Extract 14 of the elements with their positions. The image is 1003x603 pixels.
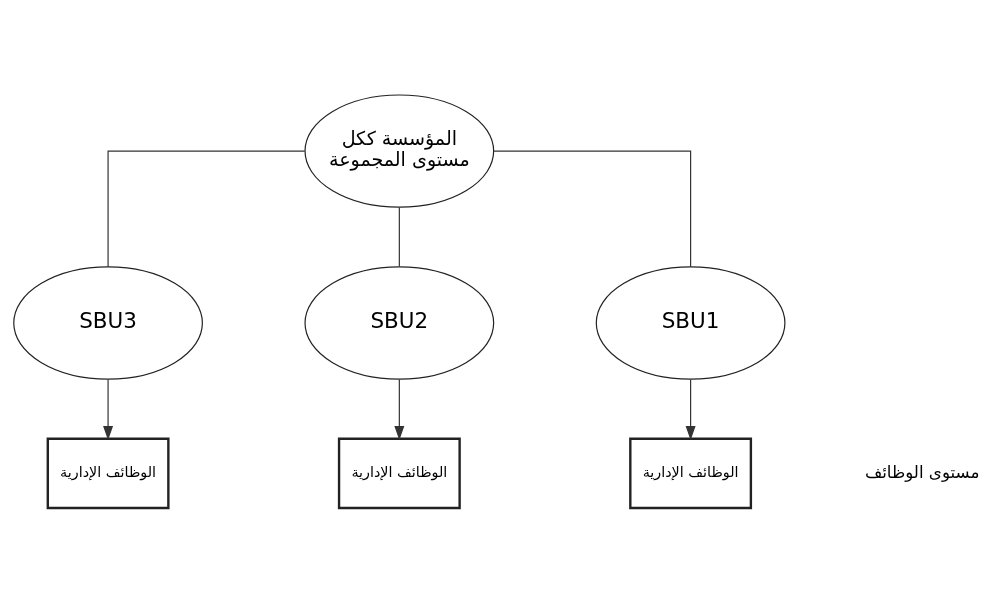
node-box: الوظائف الإدارية [628,437,752,510]
connector [398,206,400,268]
label: مستوى الوظائف [864,461,979,482]
node-ellipse: SBU1 [595,266,785,380]
node-ellipse: المؤسسة ككل مستوى المجموعة [303,94,494,208]
connector [107,150,305,268]
connector [492,150,691,268]
arrow [393,378,404,441]
arrow [685,378,696,441]
node-box: الوظائف الإدارية [46,437,170,510]
node-box: الوظائف الإدارية [337,437,461,510]
node-ellipse: SBU2 [303,266,494,380]
node-ellipse: SBU3 [12,266,203,380]
arrow [102,378,113,441]
